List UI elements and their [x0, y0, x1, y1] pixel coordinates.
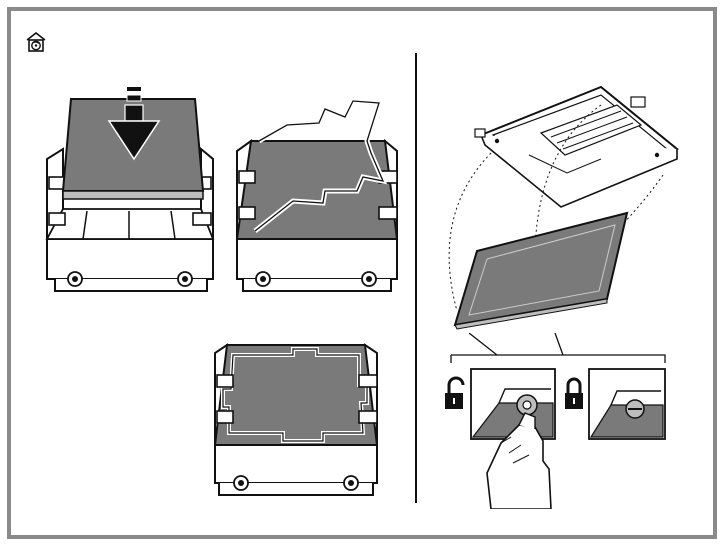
- home-disc-icon: [25, 31, 47, 53]
- lock-detail-callout: [439, 333, 679, 509]
- step-remove-outline: [233, 99, 411, 295]
- padlock-closed-icon: [565, 379, 583, 409]
- padlock-open-icon: [445, 378, 463, 409]
- panel-divider: [415, 53, 417, 503]
- illustration-frame: [7, 7, 717, 539]
- step-flip-assembly: [431, 75, 701, 335]
- step-insert-plate: [43, 79, 223, 295]
- step-plate-seated: [207, 341, 385, 501]
